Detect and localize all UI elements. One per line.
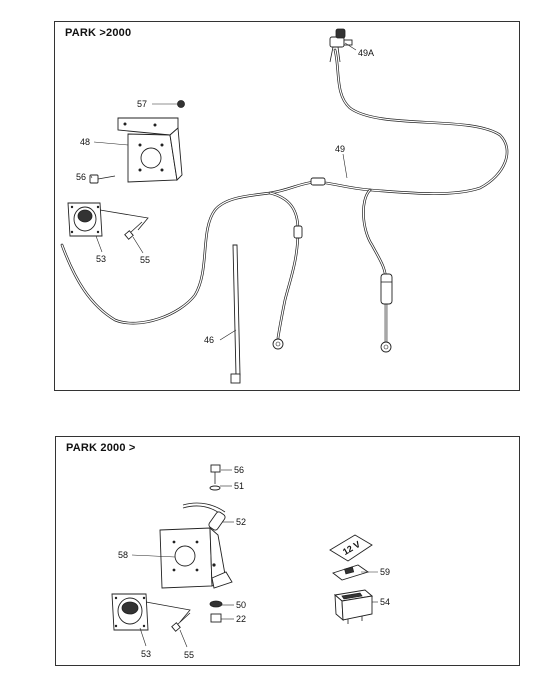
- washer-50: [209, 600, 223, 608]
- callout-22: 22: [236, 614, 246, 624]
- callout-59: 59: [380, 567, 390, 577]
- mounting-bracket-48: [117, 117, 183, 183]
- rocker-switch-54: [333, 589, 374, 624]
- callout-56-lower: 56: [234, 465, 244, 475]
- bottom-panel-title: PARK 2000 >: [66, 442, 136, 454]
- switch-cap-59: [332, 564, 370, 581]
- callout-57: 57: [137, 99, 147, 109]
- callout-53: 53: [96, 254, 106, 264]
- callout-49: 49: [335, 144, 345, 154]
- callout-48: 48: [80, 137, 90, 147]
- nut-57: [177, 100, 185, 108]
- callout-55: 55: [140, 255, 150, 265]
- top-panel-title: PARK >2000: [65, 27, 132, 39]
- power-socket-53: [67, 202, 149, 237]
- wiring-harness-49: [60, 48, 509, 353]
- callout-52: 52: [236, 517, 246, 527]
- screw-55-lower: [171, 612, 191, 632]
- top-callouts: 49A 57 48 49 56 53 55 46: [76, 48, 374, 345]
- callout-51: 51: [234, 481, 244, 491]
- callout-49a: 49A: [358, 48, 374, 58]
- callout-56: 56: [76, 172, 86, 182]
- cable-52: [182, 502, 226, 531]
- label-card-12v: 12 V: [329, 534, 373, 562]
- bolt-56: [89, 174, 116, 184]
- bottom-callouts: 56 51 52 58 59 50 54 22 53 55: [118, 465, 390, 660]
- cable-tie-46: [230, 244, 241, 384]
- power-socket-53-lower: [111, 593, 191, 631]
- callout-50: 50: [236, 600, 246, 610]
- callout-55-lower: 55: [184, 650, 194, 660]
- washer-51: [209, 485, 221, 491]
- callout-58: 58: [118, 550, 128, 560]
- callout-54: 54: [380, 597, 390, 607]
- callout-53-lower: 53: [141, 649, 151, 659]
- nut-22: [210, 613, 222, 623]
- top-diagram-panel: PARK >2000: [54, 21, 520, 391]
- screw-55: [124, 221, 143, 240]
- bolt-56-lower: [210, 464, 221, 484]
- push-switch-49a: [329, 28, 353, 63]
- callout-46: 46: [204, 335, 214, 345]
- mounting-bracket-58: [159, 526, 233, 589]
- callout-leaders: [90, 42, 378, 648]
